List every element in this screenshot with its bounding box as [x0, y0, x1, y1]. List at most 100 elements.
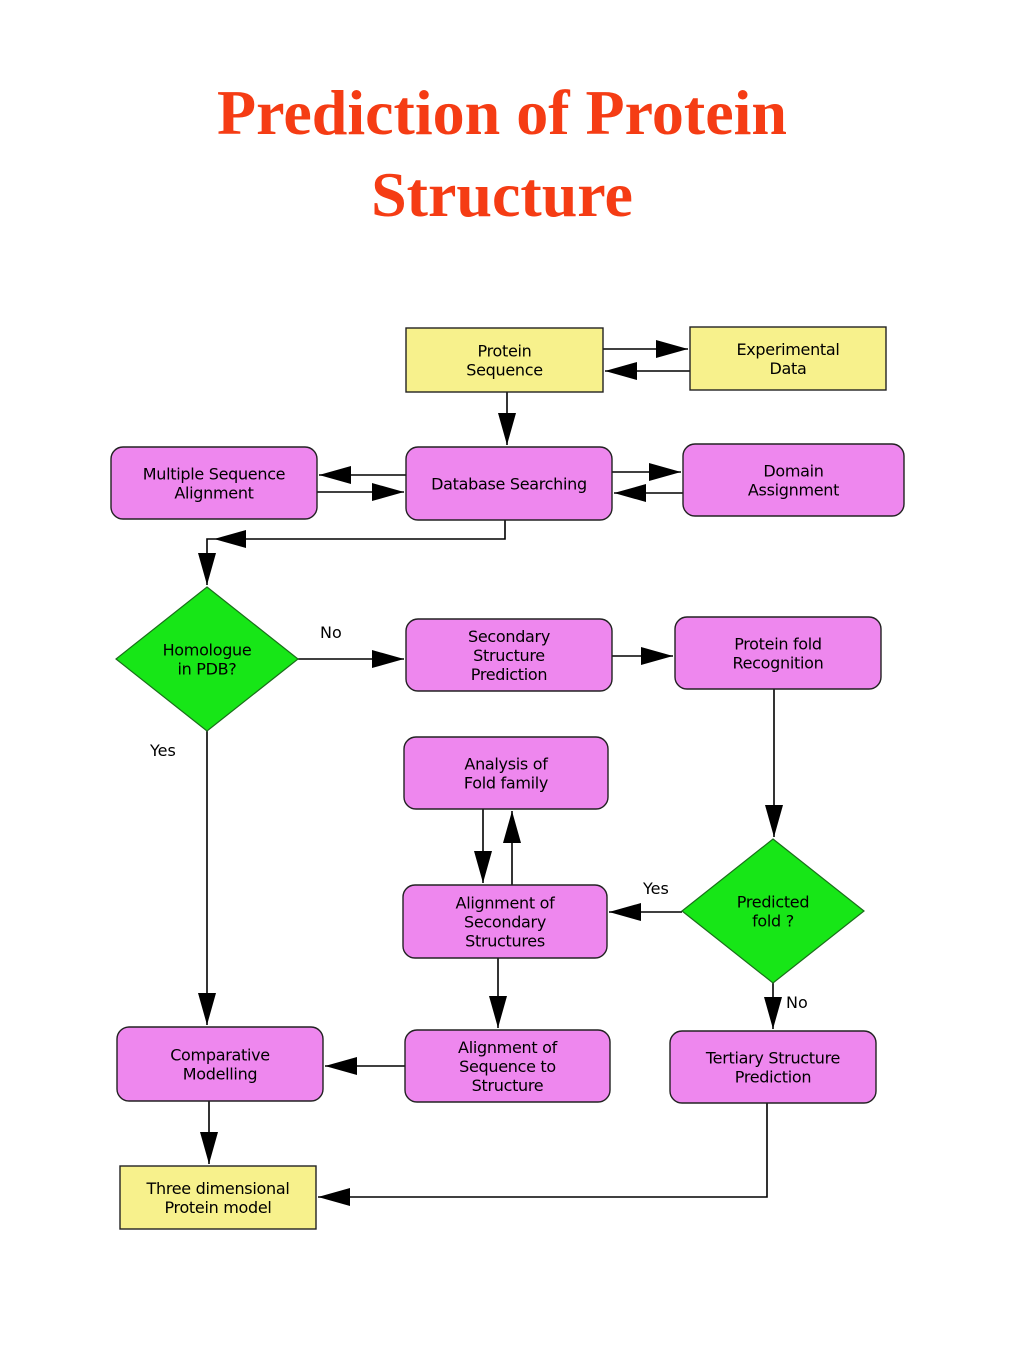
arrowhead: [198, 553, 216, 585]
edge-alignment-of-secondary-structures-to-analysis-of-fold-family: [503, 811, 521, 885]
arrowhead: [605, 362, 637, 380]
node-label: Three dimensional: [146, 1179, 290, 1198]
edge-domain-assignment-to-database-searching: [614, 484, 683, 502]
process-box: [682, 443, 905, 517]
arrowhead: [372, 650, 404, 668]
node-label: Secondary: [468, 627, 550, 646]
decision-diamond: [681, 838, 865, 984]
edge-comparative-modelling-to-three-dimensional-protein-model: [200, 1101, 218, 1164]
arrowhead: [318, 1188, 350, 1206]
arrowhead: [609, 903, 641, 921]
node-label: Structure: [473, 646, 545, 665]
edge-secondary-structure-prediction-to-protein-fold-recognition: [612, 647, 673, 665]
arrowhead: [474, 851, 492, 883]
process-box: [405, 618, 613, 692]
node-label: Protein: [478, 342, 532, 361]
arrowhead: [649, 463, 681, 481]
process-box: [669, 1030, 877, 1104]
node-label: in PDB?: [177, 660, 236, 679]
process-box: [403, 736, 609, 810]
arrowhead: [489, 996, 507, 1028]
edge-label-yes: Yes: [642, 879, 669, 898]
decision-diamond: [115, 586, 299, 732]
node-label: Secondary: [464, 913, 546, 932]
edge-predicted-fold-to-alignment-of-secondary-structures: [609, 903, 682, 921]
node-label: Modelling: [183, 1065, 258, 1084]
process-box: [402, 884, 608, 959]
node-label: Comparative: [170, 1046, 270, 1065]
edge-database-searching-to-domain-assignment: [612, 463, 681, 481]
arrowhead: [325, 1057, 357, 1075]
node-label: Experimental: [736, 340, 839, 359]
node-label: Structure: [472, 1076, 544, 1095]
arrowhead: [614, 484, 646, 502]
node-label: Domain: [763, 462, 823, 481]
edge-label-no: No: [320, 623, 342, 642]
process-box: [405, 446, 613, 521]
node-label: Structures: [465, 932, 545, 951]
io-box: [405, 327, 604, 393]
node-label: Database Searching: [431, 475, 587, 494]
arrowhead: [641, 647, 673, 665]
node-label: Multiple Sequence: [143, 465, 285, 484]
node-label: Analysis of: [464, 755, 548, 774]
node-label: Tertiary Structure: [705, 1049, 840, 1068]
process-box: [110, 446, 318, 520]
arrowhead: [214, 530, 246, 548]
node-label: Assignment: [748, 481, 839, 500]
io-box: [119, 1165, 317, 1230]
connector-line: [318, 1103, 768, 1198]
node-database-searching: Database Searching: [405, 446, 613, 521]
connector-line: [206, 520, 506, 585]
node-label: Sequence: [466, 361, 543, 380]
process-box: [404, 1029, 611, 1103]
arrowhead: [764, 997, 782, 1029]
arrowhead: [198, 993, 216, 1025]
arrowhead: [765, 805, 783, 837]
edge-alignment-of-sequence-to-structure-to-comparative-modelling: [325, 1057, 405, 1075]
edge-label-no: No: [786, 993, 808, 1012]
page-title-line-2: Structure: [371, 159, 633, 230]
arrowhead: [656, 340, 688, 358]
node-label: Fold family: [464, 774, 548, 793]
edge-protein-sequence-to-experimental-data: [603, 340, 688, 358]
edge-alignment-of-secondary-structures-to-alignment-of-sequence-to-structure: [489, 958, 507, 1028]
node-label: Alignment of: [458, 1038, 558, 1057]
arrowhead: [200, 1132, 218, 1164]
edge-tertiary-structure-prediction-to-three-dimensional-protein-model: [318, 1103, 768, 1206]
process-box: [674, 616, 882, 690]
node-label: fold ?: [752, 912, 794, 931]
edge-homologue-in-pdb-to-secondary-structure-prediction: [298, 650, 404, 668]
arrowhead: [503, 811, 521, 843]
arrowhead: [372, 483, 404, 501]
node-label: Data: [769, 359, 806, 378]
node-label: Recognition: [733, 654, 824, 673]
edge-predicted-fold-to-tertiary-structure-prediction: [764, 983, 782, 1029]
node-label: Alignment: [174, 484, 253, 503]
node-label: Prediction: [735, 1068, 812, 1087]
edge-database-searching-to-multiple-sequence-alignment: [319, 466, 406, 484]
edge-protein-sequence-to-database-searching: [498, 392, 516, 445]
page-title: Prediction of Protein Structure: [0, 72, 1004, 236]
edge-multiple-sequence-alignment-to-database-searching: [317, 483, 404, 501]
io-box: [689, 326, 887, 391]
node-label: Prediction: [471, 665, 548, 684]
edge-experimental-data-to-protein-sequence: [605, 362, 690, 380]
node-label: Alignment of: [456, 894, 556, 913]
edge-label-yes: Yes: [149, 741, 176, 760]
node-label: Sequence to: [459, 1057, 556, 1076]
node-label: Homologue: [163, 641, 252, 660]
